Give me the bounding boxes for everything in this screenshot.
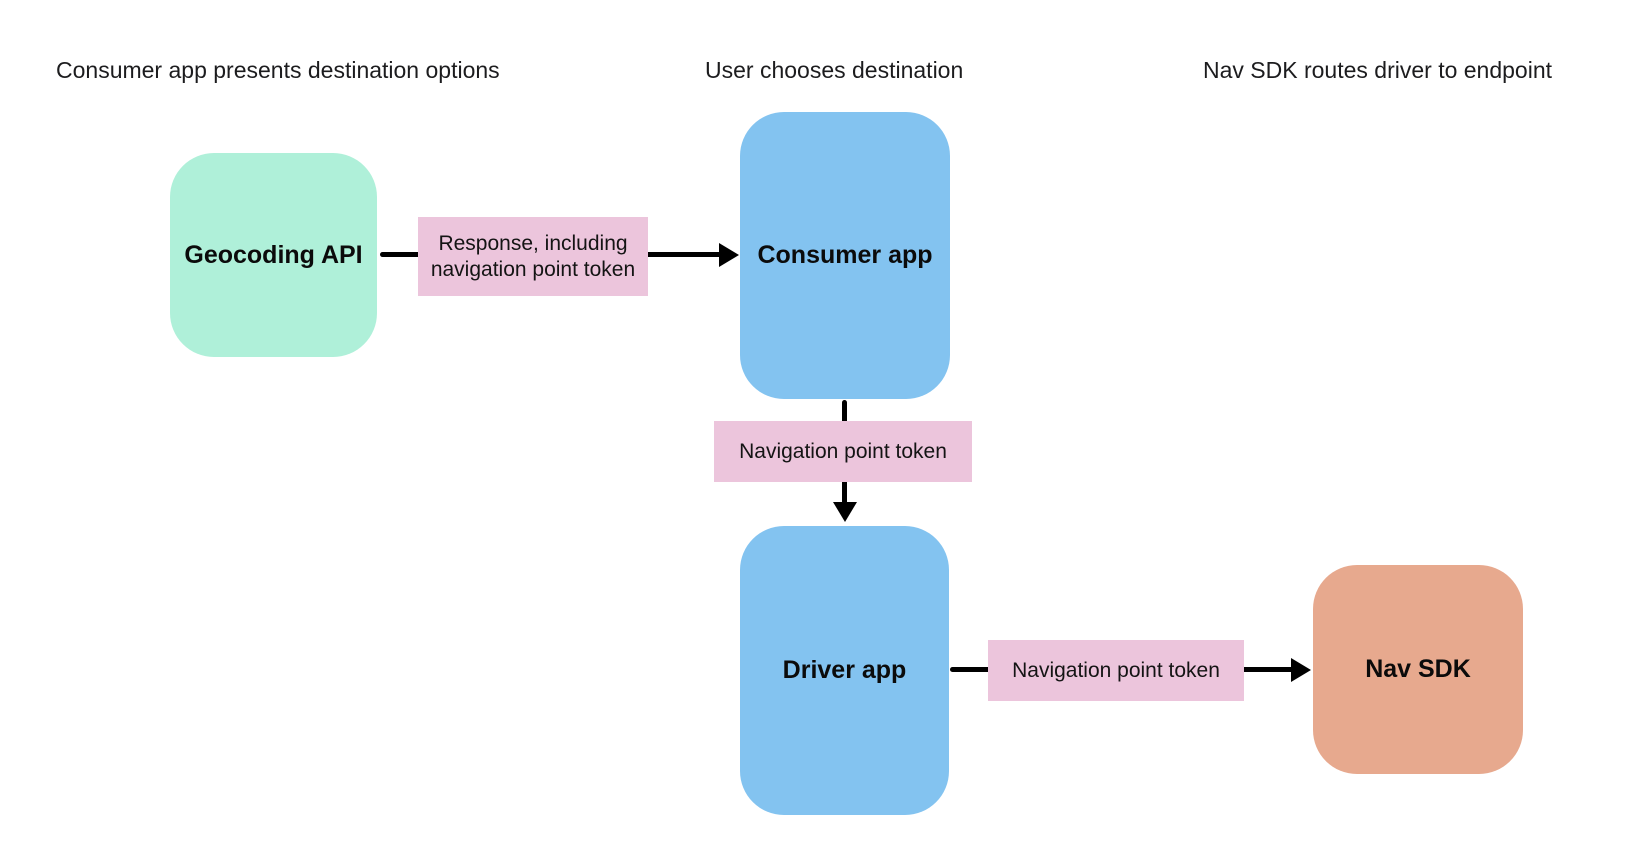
node-geocoding-api: Geocoding API: [170, 153, 377, 357]
node-nav-sdk: Nav SDK: [1313, 565, 1523, 774]
arrowhead-down-icon: [833, 502, 857, 522]
node-driver-app-label: Driver app: [782, 656, 907, 684]
node-driver-app: Driver app: [740, 526, 949, 815]
arrowhead-right-icon: [719, 243, 739, 267]
node-consumer-app: Consumer app: [740, 112, 950, 399]
arrowhead-right-icon: [1291, 658, 1311, 682]
column-header-nav-sdk-routes: Nav SDK routes driver to endpoint: [1203, 57, 1553, 83]
edge-label-navigation-point-token-2: Navigation point token: [988, 640, 1244, 701]
column-header-user-chooses: User chooses destination: [705, 57, 964, 83]
node-consumer-app-label: Consumer app: [757, 241, 933, 269]
edge-label-navigation-point-token-1: Navigation point token: [714, 421, 972, 482]
node-geocoding-api-label: Geocoding API: [184, 240, 363, 269]
column-header-consumer-presents: Consumer app presents destination option…: [56, 57, 500, 83]
edge-label-response-token: Response, including navigation point tok…: [418, 217, 648, 296]
node-nav-sdk-label: Nav SDK: [1365, 655, 1471, 683]
